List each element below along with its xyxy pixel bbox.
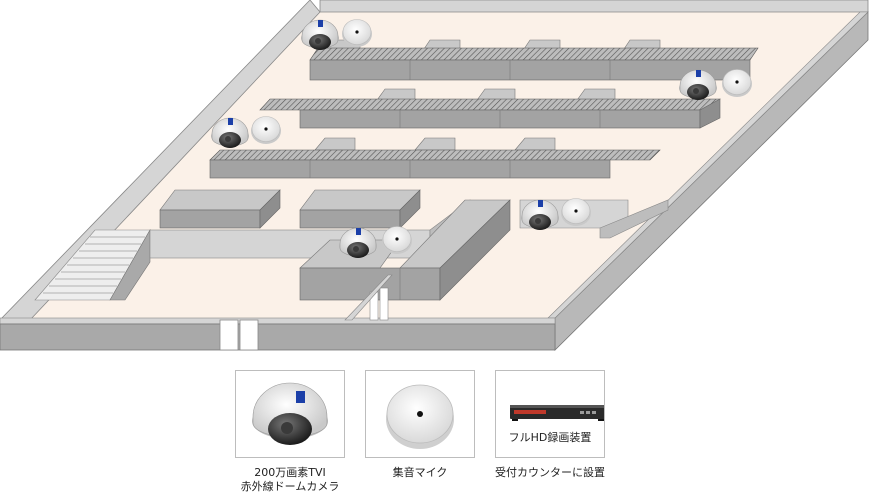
microphone-icon (341, 19, 373, 48)
legend-camera-box (235, 370, 345, 458)
table-right (299, 189, 421, 229)
legend-mic-box (365, 370, 475, 458)
stairs (34, 228, 151, 301)
front-wall (0, 323, 556, 351)
camera-caption-line2: 赤外線ドームカメラ (240, 480, 340, 493)
microphone-icon (381, 226, 413, 255)
back-wall (319, 0, 869, 13)
dome-camera-icon (252, 382, 328, 445)
legend-recorder-box: フルHD録画装置 (495, 370, 606, 458)
microphone-icon (386, 384, 454, 449)
legend-recorder-caption: 受付カウンターに設置 (495, 466, 605, 479)
microphone-icon (250, 116, 282, 145)
camera-caption-line1: 200万画素TVI (254, 466, 326, 479)
table-left (159, 189, 281, 229)
recorder-icon (510, 405, 606, 421)
legend-mic-caption: 集音マイク (392, 466, 448, 479)
shelf-row-3 (209, 137, 661, 179)
side-door-2 (379, 287, 389, 321)
front-wall-top (0, 317, 556, 325)
microphone-icon (721, 69, 753, 98)
recorder-label: フルHD録画装置 (508, 431, 592, 444)
legend-camera-caption: 200万画素TVI 赤外線ドームカメラ (220, 466, 360, 494)
shelf-row-1 (309, 39, 759, 81)
microphone-icon (560, 198, 592, 227)
entrance-door-right (239, 319, 259, 351)
entrance-door-left (219, 319, 239, 351)
shelf-row-2 (259, 88, 721, 129)
